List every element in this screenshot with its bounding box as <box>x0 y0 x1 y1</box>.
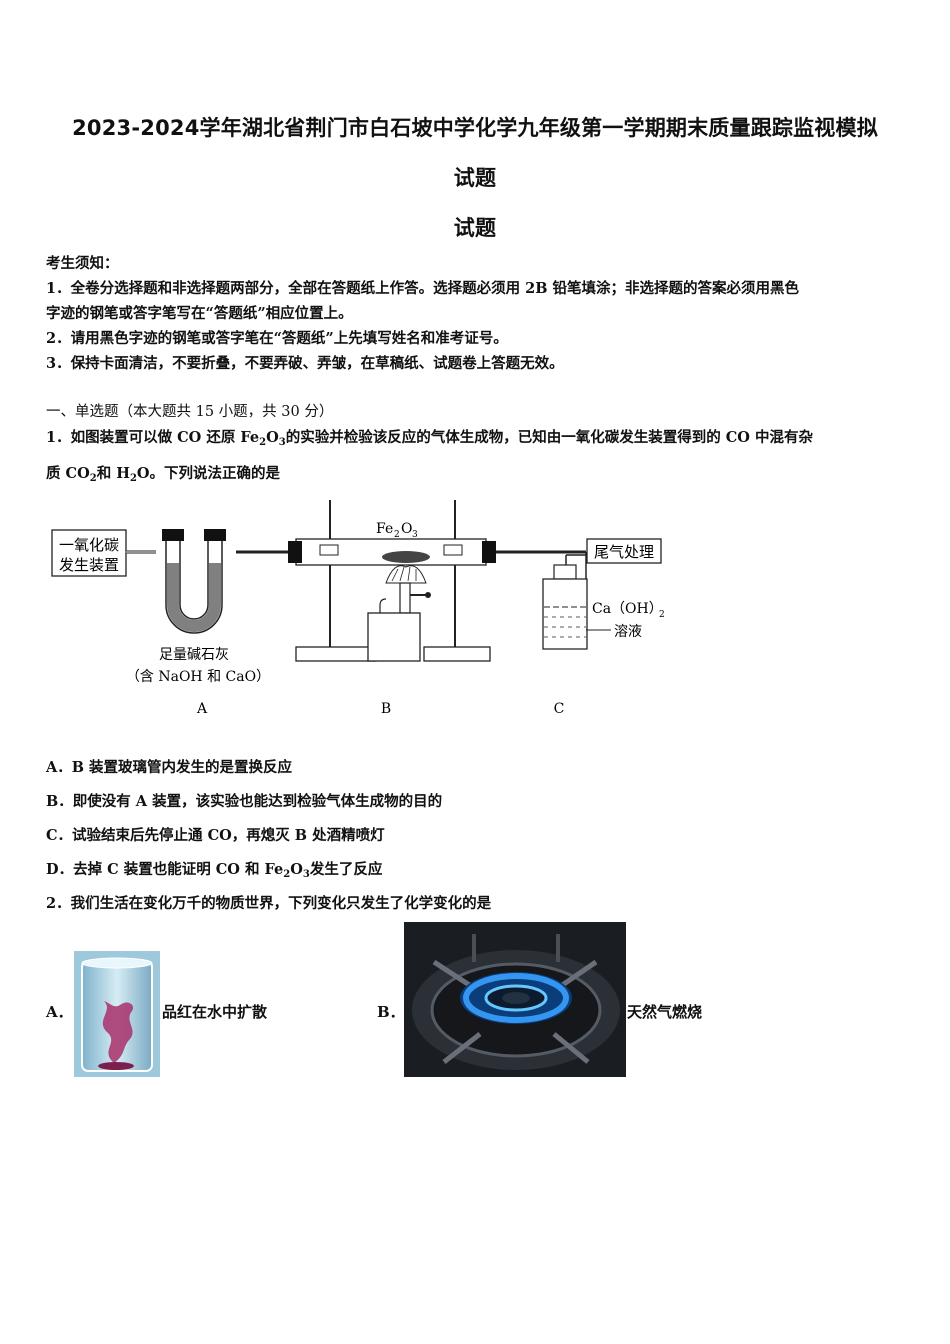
label-b: B <box>381 701 391 717</box>
soda-lime-fill <box>167 563 221 632</box>
q1-sub-3: 3 <box>278 437 286 448</box>
q1-option-d-text-b: O <box>290 861 303 878</box>
q1-option-d: D．去掉 C 装置也能证明 CO 和 Fe2O3发生了反应 <box>46 858 906 880</box>
notice-item-3: 3．保持卡面清洁，不要折叠，不要弄破、弄皱，在草稿纸、试题卷上答题无效。 <box>46 355 564 372</box>
u-tube-stopper-left <box>162 529 184 541</box>
q2-option-a-label: A． <box>46 1003 73 1021</box>
q1-stem-text-c: 的实验并检验该反应的气体生成物，已知由一氧化碳发生装置得到的 CO 中混有杂 <box>285 429 813 446</box>
wash-bottle <box>542 578 588 650</box>
q1-sub-2: 2 <box>259 437 267 448</box>
generator-label-1: 一氧化碳 <box>59 536 119 554</box>
lime-label-2: （含 NaOH 和 CaO） <box>126 669 270 685</box>
q1-stem-text-d: 质 CO <box>46 465 90 482</box>
q1-stem-line2: 质 CO2和 H2O。下列说法正确的是 <box>46 462 906 484</box>
q2-option-b-text: 天然气燃烧 <box>627 1003 703 1021</box>
q1-sub-h2o: 2 <box>129 473 137 484</box>
q2-option-a-text: 品红在水中扩散 <box>162 1003 268 1021</box>
q1-option-b: B．即使没有 A 装置，该实验也能达到检验气体生成物的目的 <box>46 793 443 810</box>
clamp-left <box>319 544 339 556</box>
fe2o3-label-a: Fe <box>376 521 393 537</box>
q1-stem-text-b: O <box>266 429 279 446</box>
q1-sub-co2: 2 <box>89 473 97 484</box>
dye-in-water-photo <box>74 951 160 1077</box>
exam-title-line3: 试题 <box>453 216 497 240</box>
q1-stem-text-f: O。下列说法正确的是 <box>136 465 281 482</box>
u-tube <box>165 535 223 634</box>
q1-stem-text-a: 1．如图装置可以做 CO 还原 Fe <box>46 429 260 446</box>
q1-stem-text-e: 和 H <box>96 465 130 482</box>
notice-item-1b: 字迹的钢笔或答字笔写在“答题纸”相应位置上。 <box>46 305 353 322</box>
fe2o3-label-sub2: 2 <box>394 530 400 540</box>
fe2o3-powder <box>382 551 430 563</box>
clamp-right <box>443 544 463 556</box>
q1-option-d-text-c: 发生了反应 <box>309 861 383 878</box>
generator-box <box>51 529 127 577</box>
u-tube-stopper-right <box>204 529 226 541</box>
q1-option-d-sub3: 3 <box>302 869 310 880</box>
q2-option-b-label: B． <box>377 1003 405 1021</box>
tailgas-box <box>586 538 662 564</box>
lime-label-1: 足量碱石灰 <box>159 647 229 663</box>
caoh2-label: Ca（OH） <box>592 601 663 617</box>
tube-stopper-left <box>288 541 302 563</box>
section-heading: 一、单选题（本大题共 15 小题，共 30 分） <box>46 404 334 420</box>
tailgas-label: 尾气处理 <box>594 543 654 561</box>
burner-body <box>367 612 421 662</box>
caoh2-sub: 2 <box>659 610 665 620</box>
q1-option-d-sub2: 2 <box>283 869 291 880</box>
exam-title-line2: 试题 <box>453 166 497 190</box>
q1-option-a: A．B 装置玻璃管内发生的是置换反应 <box>46 759 293 776</box>
generator-label-2: 发生装置 <box>59 556 119 574</box>
burner-valve <box>425 592 431 598</box>
tube-stopper-right <box>482 541 496 563</box>
notice-item-1a: 1．全卷分选择题和非选择题两部分，全部在答题纸上作答。选择题必须用 2B 铅笔填… <box>46 280 800 297</box>
q1-option-c: C．试验结束后先停止通 CO，再熄灭 B 处酒精喷灯 <box>46 827 385 844</box>
burner-tube <box>399 582 411 614</box>
gas-stove-flame-photo <box>404 922 626 1077</box>
fe2o3-label-sub3: 3 <box>412 530 418 540</box>
bottle-neck <box>553 564 577 580</box>
label-a: A <box>196 701 208 717</box>
notice-heading: 考生须知： <box>46 255 119 272</box>
solution-label: 溶液 <box>614 624 642 640</box>
stand-base-left <box>295 646 377 662</box>
exam-title-line1: 2023-2024学年湖北省荆门市白石坡中学化学九年级第一学期期末质量跟踪监视模… <box>72 116 878 140</box>
q1-option-d-text-a: D．去掉 C 装置也能证明 CO 和 Fe <box>46 861 284 878</box>
label-c: C <box>554 701 565 717</box>
q2-stem: 2．我们生活在变化万千的物质世界，下列变化只发生了化学变化的是 <box>46 895 492 912</box>
notice-item-2: 2．请用黑色字迹的钢笔或答字笔在“答题纸”上先填写姓名和准考证号。 <box>46 330 508 347</box>
q1-stem-line1: 1．如图装置可以做 CO 还原 Fe2O3的实验并检验该反应的气体生成物，已知由… <box>46 426 906 448</box>
stand-base-right <box>423 646 491 662</box>
fe2o3-label-b: O <box>401 521 412 537</box>
apparatus-diagram: 一氧化碳 发生装置 足量碱石灰 （含 NaOH 和 CaO） Fe 2 O 3 <box>51 500 665 717</box>
